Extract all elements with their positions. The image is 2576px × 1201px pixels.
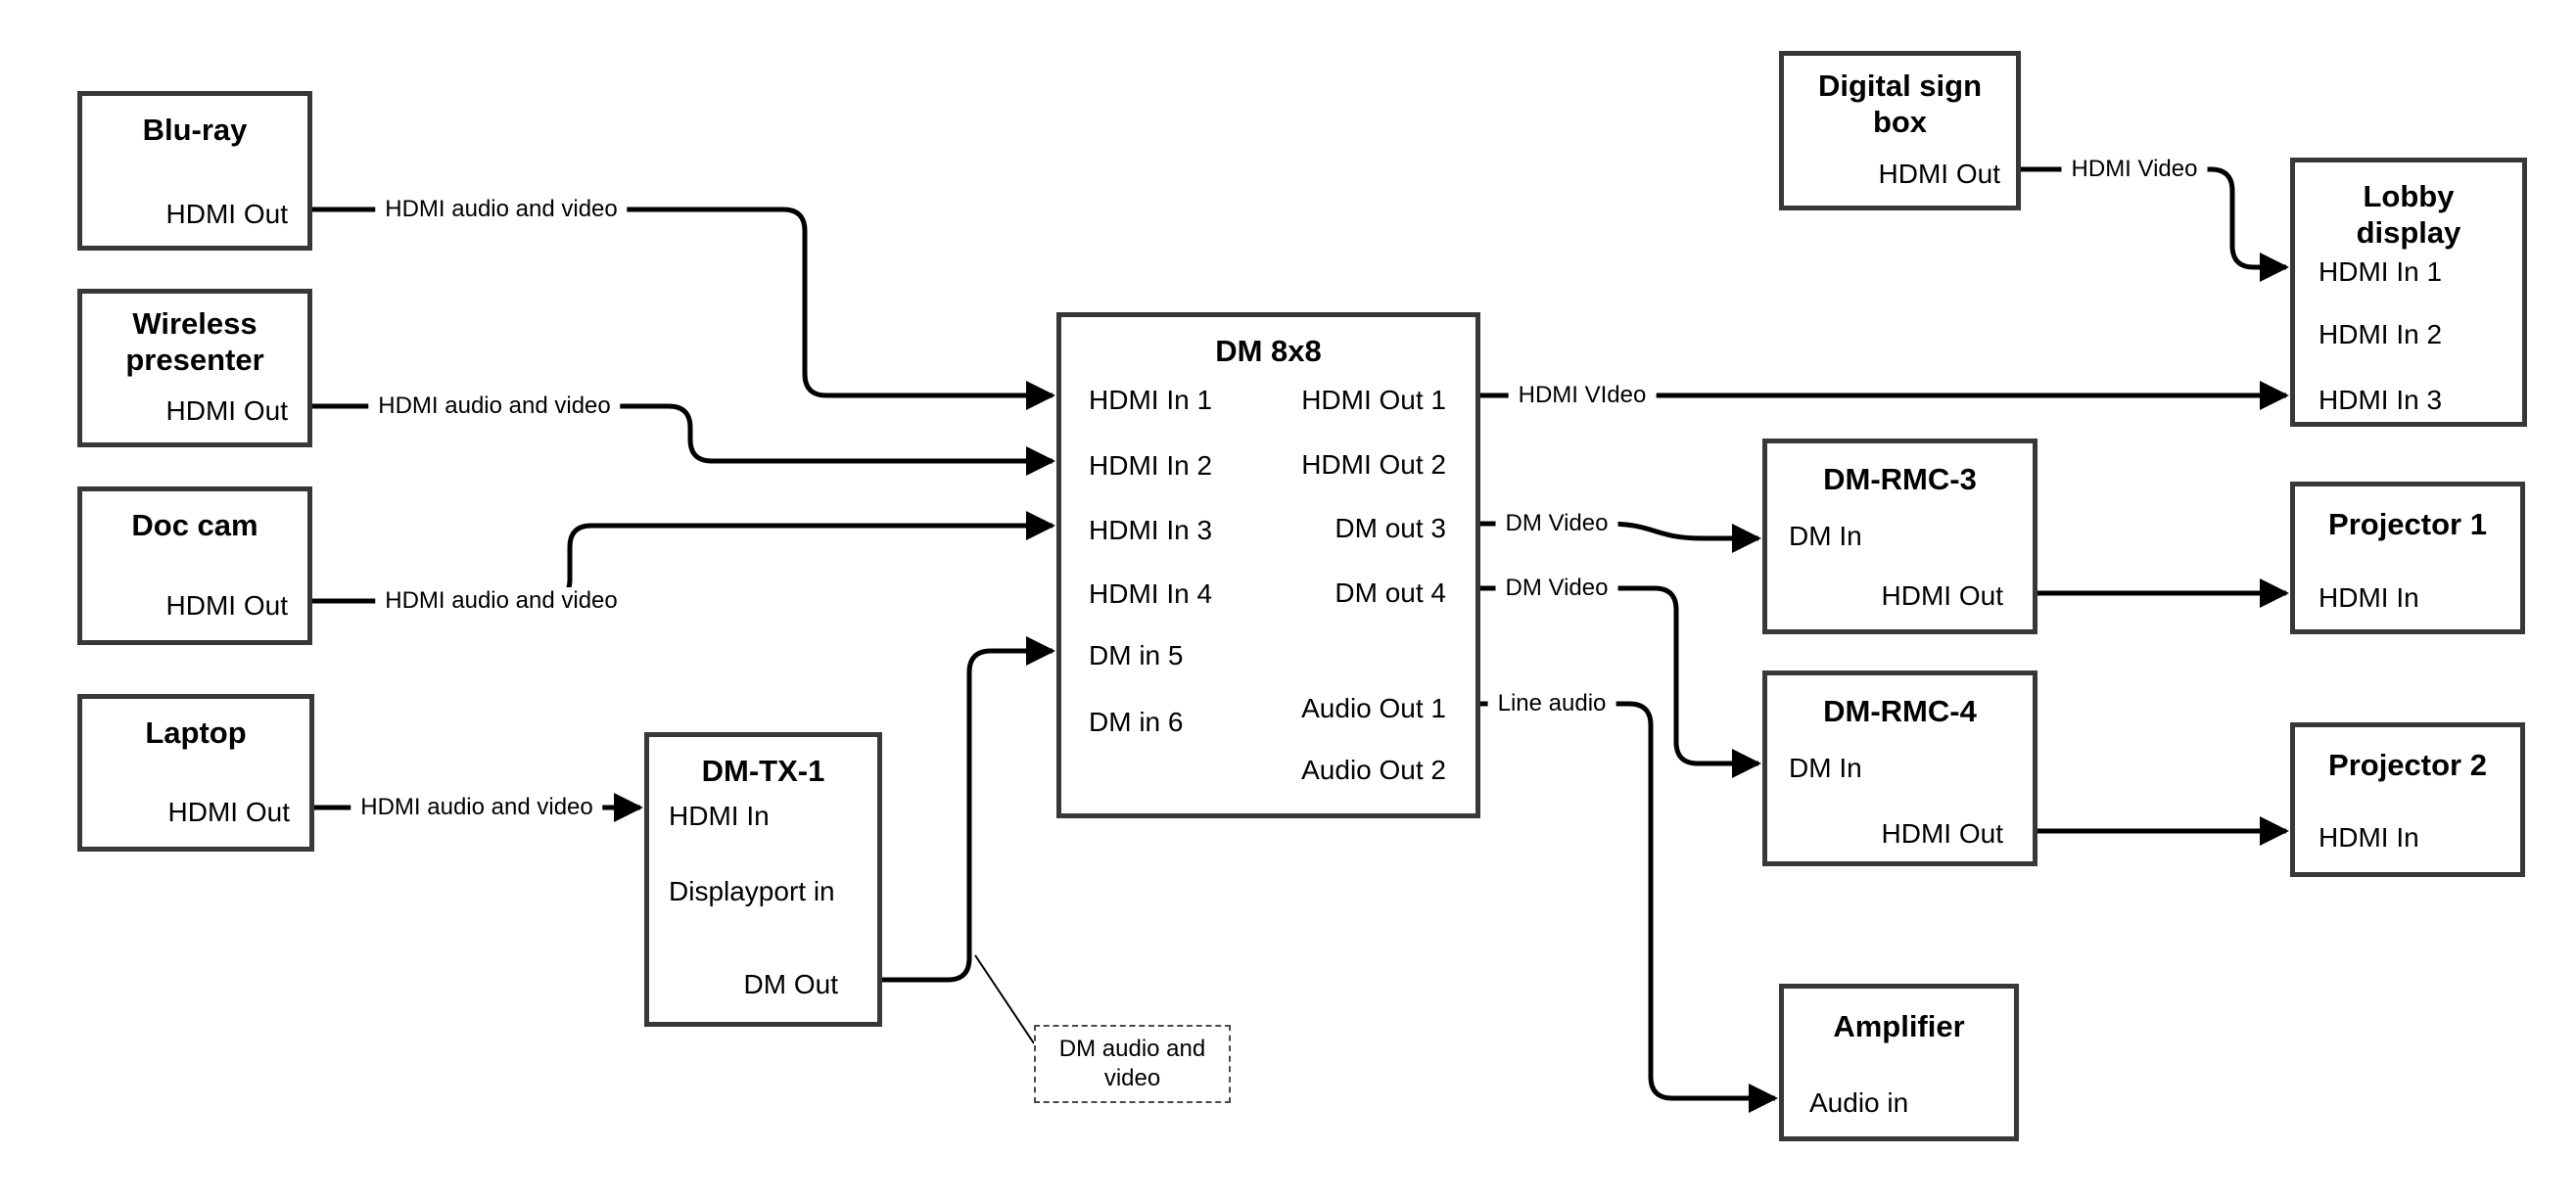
edge-wireless-to-dm8x8-in2: [312, 403, 1055, 476]
port-dmrmc4-hdmi-out: HDMI Out: [1881, 818, 2003, 849]
port-proj2-hdmi-in: HDMI In: [2318, 822, 2419, 853]
edge-label-hdmi-video-main: HDMI VIdeo: [1508, 382, 1657, 409]
node-dm-rmc-4: DM-RMC-4 DM In HDMI Out: [1762, 670, 2037, 866]
edge-label-laptop: HDMI audio and video: [351, 794, 603, 821]
edge-label-dm-video-3: DM Video: [1495, 510, 1618, 537]
node-title: Amplifier: [1833, 1009, 1965, 1043]
edge-label-line-audio: Line audio: [1487, 690, 1616, 717]
node-dm-rmc-3: DM-RMC-3 DM In HDMI Out: [1762, 439, 2037, 634]
port-signbox-hdmi-out: HDMI Out: [1878, 159, 2000, 189]
node-title: DM-RMC-3: [1823, 462, 1977, 496]
port-doccam-hdmi-out: HDMI Out: [165, 590, 288, 621]
node-lobby-display: Lobby display HDMI In 1 HDMI In 2 HDMI I…: [2290, 158, 2527, 427]
port-dm8x8-audio-out-1: Audio Out 1: [1301, 693, 1446, 723]
node-title: DM-RMC-4: [1823, 694, 1977, 728]
port-dm8x8-dm-out-4: DM out 4: [1335, 577, 1446, 608]
port-dmrmc3-dm-in: DM In: [1789, 521, 1862, 551]
port-amp-audio-in: Audio in: [1809, 1087, 1909, 1118]
port-lobby-hdmi-in-1: HDMI In 1: [2318, 256, 2443, 287]
edge-dm8x8-aout1-to-amp-audioin: [1480, 701, 1778, 1113]
node-laptop: Laptop HDMI Out: [77, 694, 314, 852]
port-dm8x8-dm-in-6: DM in 6: [1089, 707, 1184, 737]
node-title: Digital sign box: [1817, 69, 1983, 139]
node-title: Blu-ray: [142, 113, 248, 147]
port-laptop-hdmi-out: HDMI Out: [167, 797, 290, 827]
port-dm8x8-hdmi-out-2: HDMI Out 2: [1301, 449, 1446, 480]
node-title: Projector 1: [2328, 507, 2487, 541]
node-doc-cam: Doc cam HDMI Out: [77, 486, 312, 645]
edge-label-doccam: HDMI audio and video: [375, 587, 628, 615]
node-amplifier: Amplifier Audio in: [1779, 984, 2019, 1141]
edge-label-dm-video-4: DM Video: [1495, 575, 1618, 602]
port-dm8x8-dm-in-5: DM in 5: [1089, 640, 1184, 670]
port-dmrmc3-hdmi-out: HDMI Out: [1881, 580, 2003, 611]
port-dm8x8-dm-out-3: DM out 3: [1335, 513, 1446, 543]
port-dm8x8-hdmi-out-1: HDMI Out 1: [1301, 385, 1446, 415]
node-dm-8x8: DM 8x8 HDMI In 1 HDMI In 2 HDMI In 3 HDM…: [1056, 312, 1480, 818]
port-bluray-hdmi-out: HDMI Out: [165, 199, 288, 229]
port-dm8x8-hdmi-in-2: HDMI In 2: [1089, 450, 1213, 481]
port-lobby-hdmi-in-3: HDMI In 3: [2318, 385, 2443, 415]
callout-dm-audio-video: DM audio and video: [1034, 1025, 1231, 1103]
edge-label-signbox-video: HDMI Video: [2061, 156, 2208, 183]
node-dm-tx-1: DM-TX-1 HDMI In Displayport in DM Out: [644, 732, 882, 1027]
port-wireless-hdmi-out: HDMI Out: [165, 395, 288, 426]
port-dmtx1-displayport-in: Displayport in: [669, 876, 835, 906]
edge-dmtx1-dmout-to-dm8x8-in5: [882, 636, 1055, 983]
port-dmtx1-dm-out: DM Out: [743, 969, 838, 999]
port-lobby-hdmi-in-2: HDMI In 2: [2318, 319, 2443, 349]
node-projector-1: Projector 1 HDMI In: [2290, 482, 2525, 634]
edge-label-bluray: HDMI audio and video: [375, 196, 628, 223]
port-dm8x8-hdmi-in-1: HDMI In 1: [1089, 385, 1213, 415]
node-wireless-presenter: Wireless presenter HDMI Out: [77, 289, 312, 447]
node-title: DM 8x8: [1215, 334, 1322, 368]
node-title: DM-TX-1: [701, 754, 825, 788]
edge-label-wireless: HDMI audio and video: [368, 393, 621, 420]
port-proj1-hdmi-in: HDMI In: [2318, 582, 2419, 613]
node-title: Projector 2: [2328, 748, 2487, 782]
port-dm8x8-audio-out-2: Audio Out 2: [1301, 755, 1446, 785]
node-title: Wireless presenter: [125, 306, 264, 377]
port-dmrmc4-dm-in: DM In: [1789, 753, 1862, 783]
node-title: Lobby display: [2356, 179, 2461, 250]
edge-signbox-to-lobby-in1: [2018, 166, 2289, 282]
callout-text: DM audio and video: [1058, 1036, 1206, 1091]
node-projector-2: Projector 2 HDMI In: [2290, 722, 2525, 877]
port-dmtx1-hdmi-in: HDMI In: [669, 801, 770, 831]
port-dm8x8-hdmi-in-3: HDMI In 3: [1089, 515, 1213, 545]
port-dm8x8-hdmi-in-4: HDMI In 4: [1089, 578, 1213, 609]
node-title: Laptop: [145, 716, 247, 750]
edge-bluray-to-dm8x8-in1: [312, 207, 1055, 410]
node-title: Doc cam: [131, 508, 258, 542]
node-digital-sign-box: Digital sign box HDMI Out: [1779, 51, 2021, 210]
callout-leader-line: [974, 954, 1035, 1044]
edge-dm8x8-out4-to-dmrmc4-dmin: [1480, 585, 1761, 778]
node-blu-ray: Blu-ray HDMI Out: [77, 91, 312, 251]
